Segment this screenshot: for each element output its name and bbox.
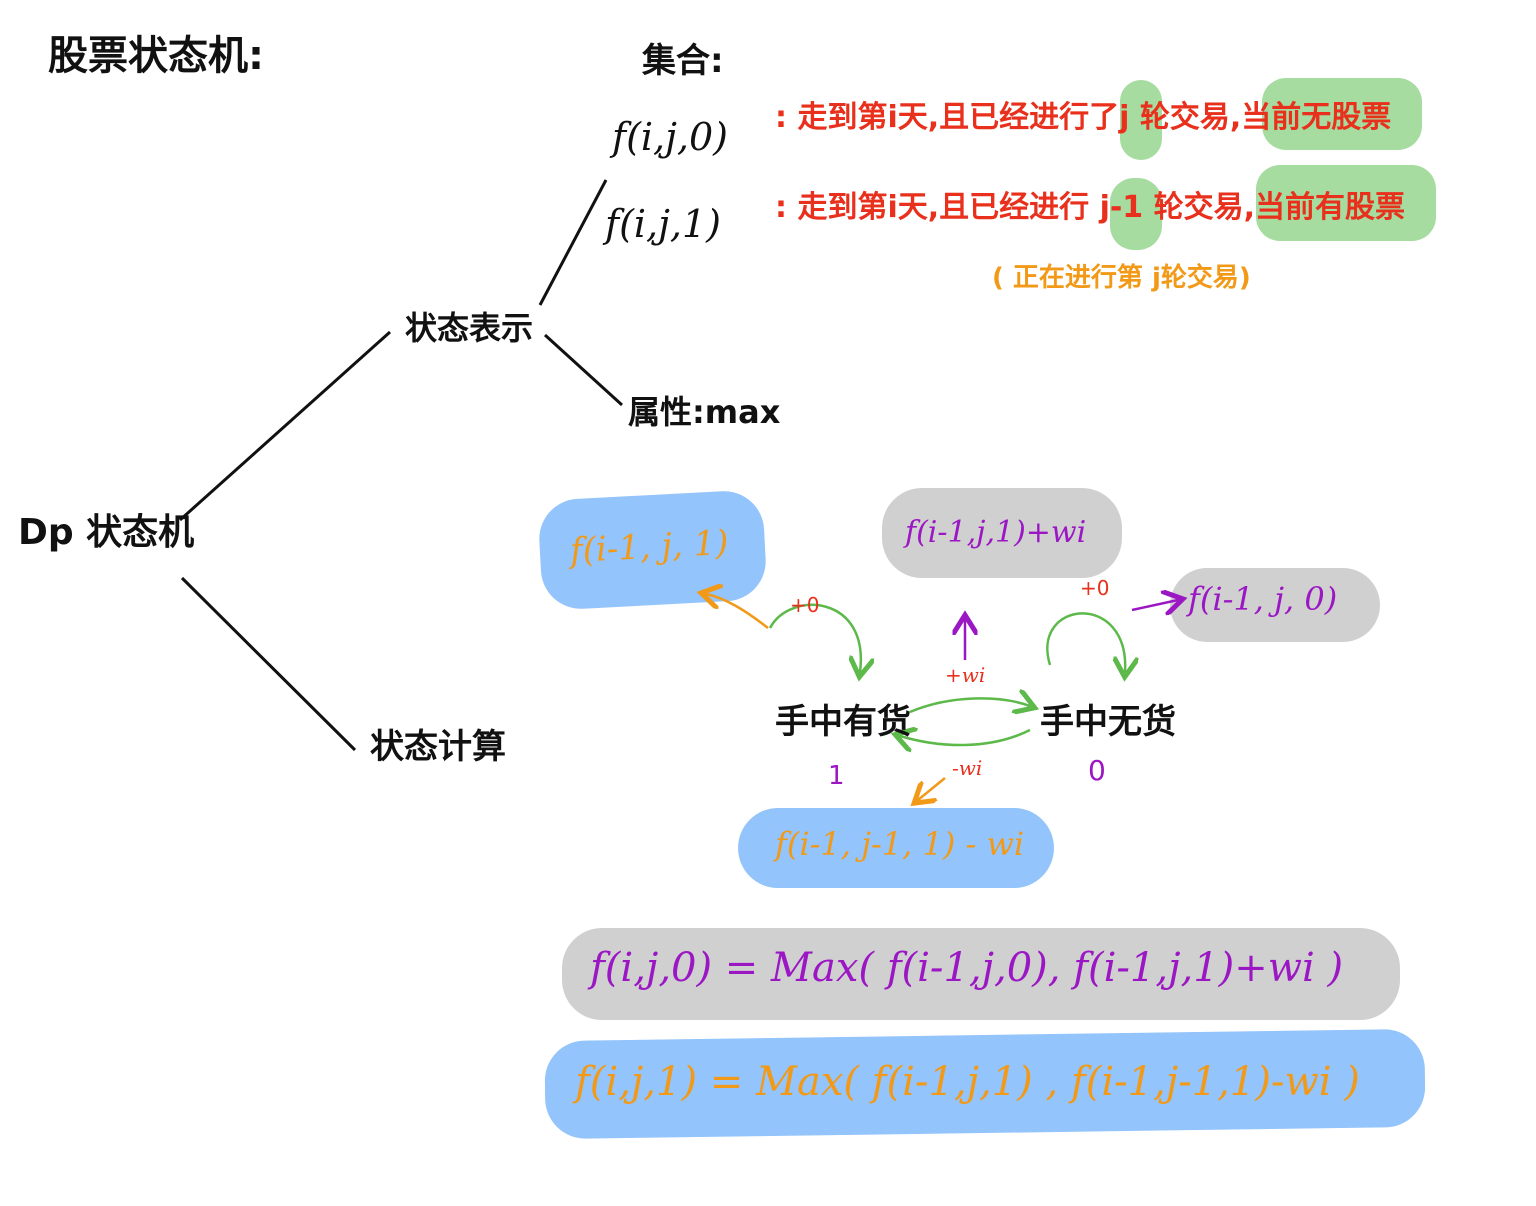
property-label: 属性:max [628,393,781,431]
highlight-green-2 [1262,78,1422,150]
label-self-have: +0 [790,593,820,617]
highlight-green-3 [1110,178,1162,250]
highlight-gray-eq0 [562,928,1400,1020]
line-root-calc [180,576,357,752]
state-desc-0: : 走到第i天,且已经进行了j 轮交易,当前无股票 [775,100,1392,135]
label-buy: -wi [952,756,983,780]
root-node: Dp 状态机 [18,512,195,553]
state-representation-node: 状态表示 [405,309,534,347]
page-title: 股票状态机: [48,33,264,79]
label-sell: +wi [945,663,986,687]
highlight-green-4 [1256,165,1436,241]
box-buy: f(i-1, j-1, 1) - wi [775,825,1025,863]
equation-0: f(i,j,0) = Max( f(i-1,j,0), f(i-1,j,1)+w… [590,945,1344,991]
state-note: ( 正在进行第 j轮交易) [992,263,1251,293]
box-sell: f(i-1,j,1)+wi [905,515,1087,550]
state-expr-0: f(i,j,0) [612,115,728,159]
equation-1: f(i,j,1) = Max( f(i-1,j,1) , f(i-1,j-1,1… [575,1059,1360,1105]
box-have-self: f(i-1, j, 1) [569,522,730,572]
state-expr-1: f(i,j,1) [605,202,721,246]
loop-none-self [1046,612,1125,672]
highlight-blue-buy [738,808,1054,888]
arrow-buy [900,730,1031,745]
arrow-have-self-out [706,594,769,629]
highlight-gray-sell [882,488,1122,578]
box-none-self: f(i-1, j, 0) [1188,580,1338,618]
label-self-none: +0 [1080,576,1110,600]
state-desc-1: : 走到第i天,且已经进行 j-1 轮交易,当前有股票 [775,190,1406,225]
line-state-set [538,179,608,306]
line-state-prop [543,333,624,407]
set-label: 集合: [642,41,724,81]
arrow-none-self-out [1131,600,1178,610]
state-none-node: 手中无货 [1040,702,1176,742]
state-none-id: 0 [1088,754,1106,787]
arrow-sell [909,698,1030,712]
arrow-buy-out [918,777,946,800]
highlight-green-1 [1120,80,1162,160]
highlight-gray-none-self [1170,568,1380,642]
state-calculation-node: 状态计算 [370,727,506,767]
state-have-node: 手中有货 [775,702,911,742]
line-root-state [178,330,392,522]
loop-have-self [768,603,861,672]
state-have-id: 1 [828,761,845,791]
